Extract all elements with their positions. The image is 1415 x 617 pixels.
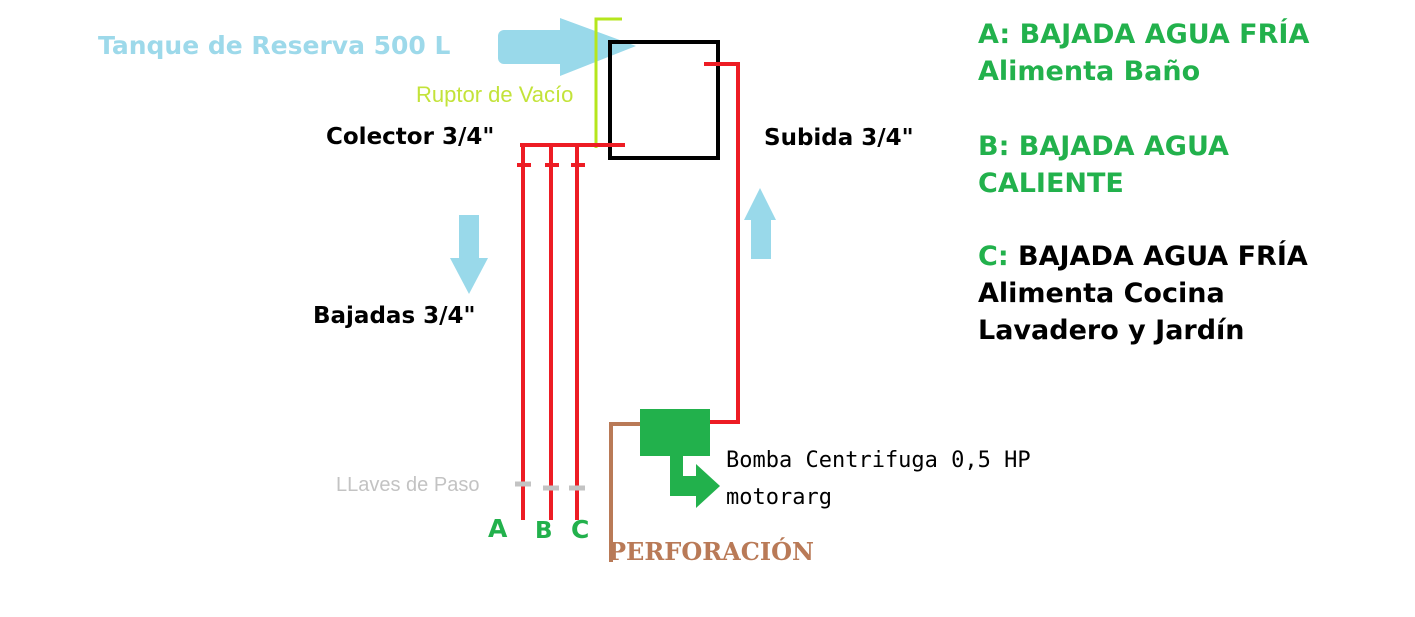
vacuum-breaker — [594, 17, 622, 148]
up-flow-arrow-icon — [744, 188, 776, 259]
vacuum-breaker-label: Ruptor de Vacío — [416, 82, 574, 107]
rise-label: Subida 3/4" — [764, 125, 914, 151]
line-b-label: B — [535, 518, 553, 544]
centrifugal-pump — [640, 409, 710, 456]
pump-outlet-arrow-icon — [670, 455, 720, 508]
pump-brand-label: motorarg — [726, 485, 832, 510]
line-a-label: A — [488, 514, 508, 543]
legend-a-line1: A: BAJADA AGUA FRÍA — [978, 19, 1310, 50]
downpipes-label: Bajadas 3/4" — [313, 303, 476, 329]
legend-c-line1: C: BAJADA AGUA FRÍA — [978, 243, 1308, 270]
borehole-label: PERFORACIÓN — [608, 537, 814, 566]
collector-label: Colector 3/4" — [326, 124, 495, 150]
legend-c-line2: Alimenta Cocina — [978, 278, 1225, 309]
reserve-tank — [608, 40, 720, 160]
rise-pipe — [704, 62, 740, 424]
tank-label: Tanque de Reserva 500 L — [98, 31, 451, 60]
legend-c-title: BAJADA AGUA FRÍA — [1018, 241, 1308, 272]
down-flow-arrow-icon — [450, 215, 488, 294]
legend-a-line2: Alimenta Baño — [978, 56, 1201, 87]
valves-label: LLaves de Paso — [336, 474, 480, 496]
legend-c-prefix: C: — [978, 241, 1009, 272]
borehole-pipe — [609, 422, 642, 562]
legend-b-line1: B: BAJADA AGUA — [978, 131, 1229, 162]
legend-b-line2: CALIENTE — [978, 168, 1124, 199]
pump-label: Bomba Centrifuga 0,5 HP — [726, 448, 1031, 473]
legend-c-line3: Lavadero y Jardín — [978, 315, 1245, 346]
line-c-label: C — [571, 515, 590, 544]
tank-fill-arrow-icon — [498, 18, 636, 76]
shutoff-valves — [515, 481, 585, 491]
